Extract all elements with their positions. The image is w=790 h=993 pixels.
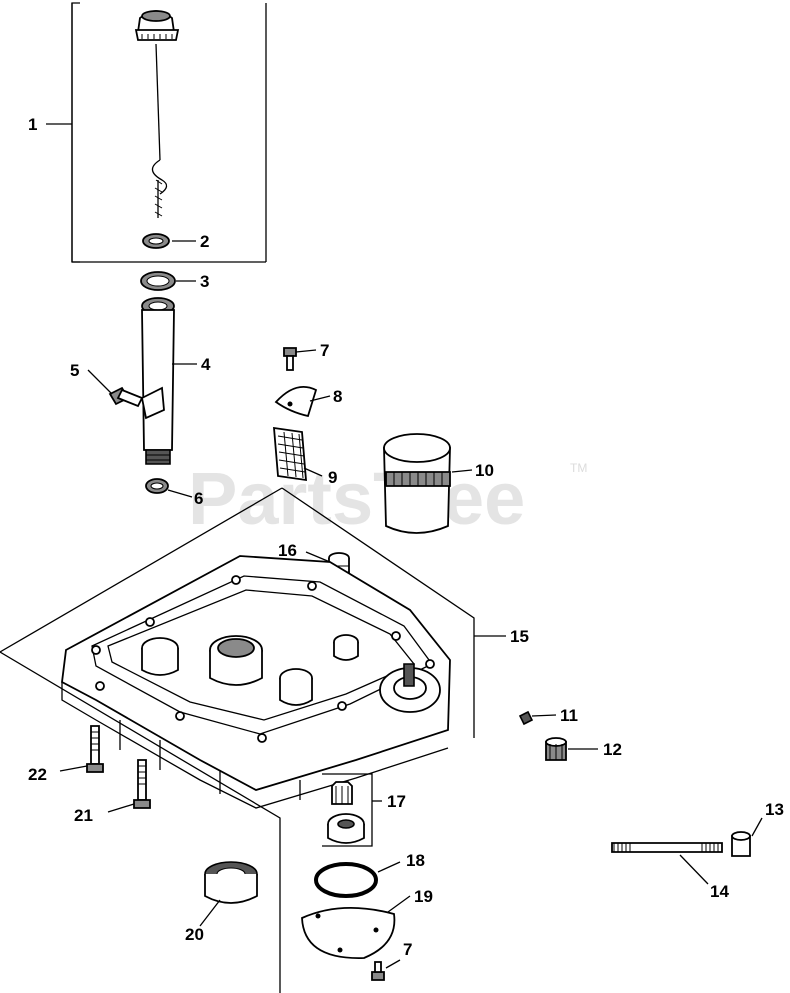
oil-filter-part-10 bbox=[383, 433, 451, 534]
oil-pump-group-bracket bbox=[322, 773, 373, 847]
callout-7-top: 7 bbox=[320, 341, 329, 360]
oil-pan-group-outline bbox=[0, 487, 475, 993]
callout-14: 14 bbox=[710, 882, 729, 901]
callout-4: 4 bbox=[201, 355, 211, 374]
callout-1: 1 bbox=[28, 115, 37, 134]
callout-16: 16 bbox=[278, 541, 297, 560]
callout-18: 18 bbox=[406, 851, 425, 870]
plug-part-11 bbox=[518, 710, 534, 726]
stud-part-14 bbox=[611, 842, 723, 853]
leader-lines bbox=[46, 123, 763, 969]
callout-12: 12 bbox=[603, 740, 622, 759]
callout-5: 5 bbox=[70, 361, 79, 380]
callout-17: 17 bbox=[387, 792, 406, 811]
callout-7-bottom: 7 bbox=[403, 940, 412, 959]
callout-11: 11 bbox=[560, 706, 578, 725]
callout-19: 19 bbox=[414, 887, 433, 906]
seal-part-20 bbox=[204, 861, 258, 904]
drain-plug-part-12 bbox=[545, 737, 567, 761]
screw-part-7-top bbox=[283, 347, 297, 371]
bolt-part-21 bbox=[133, 759, 151, 809]
callout-20: 20 bbox=[185, 925, 204, 944]
callout-15: 15 bbox=[510, 627, 529, 646]
screw-part-7-bottom bbox=[371, 961, 385, 981]
callout-22: 22 bbox=[28, 765, 47, 784]
dipstick-part bbox=[134, 10, 180, 218]
callout-2: 2 bbox=[200, 232, 209, 251]
baffle-part-8 bbox=[274, 386, 318, 418]
cover-part-19 bbox=[301, 907, 396, 959]
screw-part-5 bbox=[108, 386, 144, 408]
callout-6: 6 bbox=[194, 489, 203, 508]
callout-13: 13 bbox=[765, 800, 784, 819]
callout-8: 8 bbox=[333, 387, 342, 406]
bolt-part-22 bbox=[86, 725, 104, 773]
oil-pump-part-17 bbox=[327, 781, 365, 844]
oil-pan-part-15 bbox=[61, 555, 451, 809]
callout-3: 3 bbox=[200, 272, 209, 291]
o-ring-part-18 bbox=[314, 862, 378, 898]
screen-part-9 bbox=[273, 426, 307, 482]
callout-numbers: 1 2 3 4 5 6 7 8 9 10 11 12 13 14 15 16 1… bbox=[28, 115, 784, 959]
watermark-trademark: TM bbox=[570, 461, 587, 475]
callout-9: 9 bbox=[328, 468, 337, 487]
callout-10: 10 bbox=[475, 461, 494, 480]
dipstick-group-bracket bbox=[71, 2, 267, 263]
callout-21: 21 bbox=[74, 806, 93, 825]
dipstick-tube-part bbox=[140, 297, 175, 465]
